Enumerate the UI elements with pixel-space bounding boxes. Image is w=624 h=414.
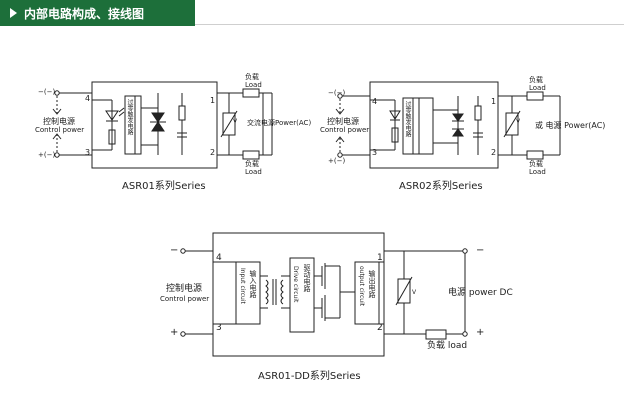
asr01-snubber-resistor-icon bbox=[178, 105, 186, 121]
asr01dd-pin2: 2 bbox=[377, 323, 383, 333]
asr02-terminal-minus bbox=[337, 93, 343, 99]
asr01-diagram bbox=[52, 81, 273, 169]
asr02-load-top-icon bbox=[526, 91, 544, 101]
asr01dd-power-label: 电源 power DC bbox=[448, 288, 513, 298]
asr01-pin4: 4 bbox=[85, 94, 91, 103]
asr02-control-en: Control power bbox=[320, 126, 370, 134]
asr01-control-cn: 控制电源 bbox=[43, 117, 75, 126]
asr01dd-load-label: 负载 load bbox=[427, 341, 468, 351]
asr01-load-bottom-cn: 负载 bbox=[245, 160, 259, 168]
asr02-module-text: 过零触发电路 bbox=[404, 101, 411, 137]
asr01-pin3: 3 bbox=[85, 148, 91, 157]
asr01dd-terminal-plus bbox=[180, 331, 186, 337]
asr02-led-icon bbox=[389, 110, 401, 120]
asr01dd-caption: ASR01-DD系列Series bbox=[258, 371, 361, 382]
asr01-top-wire bbox=[57, 81, 263, 94]
asr01dd-terminal-minus bbox=[180, 248, 186, 254]
asr01dd-pin3: 3 bbox=[216, 323, 222, 333]
asr01-terminal-plus bbox=[54, 152, 60, 158]
asr02-load-bottom-icon bbox=[526, 150, 544, 160]
asr01-minus-label: −(−) bbox=[38, 88, 56, 96]
asr01-vr-label: V bbox=[233, 118, 238, 125]
asr01dd-drive-box bbox=[289, 257, 315, 333]
asr01dd-load-icon bbox=[425, 329, 447, 340]
asr02-diagram bbox=[335, 81, 561, 169]
asr01dd-control-cn: 控制电源 bbox=[166, 284, 203, 294]
asr01dd-out-plus-label: + bbox=[476, 327, 485, 338]
asr02-vr-label: V bbox=[516, 118, 521, 125]
asr01-triac-icon bbox=[151, 112, 165, 123]
asr01-load-top-en: Load bbox=[245, 81, 262, 89]
asr01dd-diagram bbox=[180, 232, 468, 357]
asr01-pin1: 1 bbox=[210, 96, 216, 105]
asr01-load-bottom-icon bbox=[242, 150, 260, 160]
asr01dd-output-en: output circuit bbox=[358, 266, 365, 307]
asr02-ac-label: 或 电源 Power(AC) bbox=[535, 121, 606, 130]
asr01dd-drive-cn: 驱动电路 bbox=[303, 264, 311, 292]
asr01dd-pin1: 1 bbox=[377, 253, 383, 263]
asr01dd-pin4: 4 bbox=[216, 253, 222, 263]
asr02-top-wire bbox=[340, 81, 545, 97]
asr01dd-drive-en: Drive circuit bbox=[292, 266, 299, 303]
asr01-load-top-cn: 负载 bbox=[245, 73, 259, 81]
asr01dd-vr-label: V bbox=[412, 289, 417, 296]
asr01-led-icon bbox=[105, 110, 119, 121]
asr01dd-output-cn: 输出电路 bbox=[368, 270, 376, 298]
asr01-load-bottom-en: Load bbox=[245, 168, 262, 176]
asr02-minus-label: −(−) bbox=[328, 89, 346, 97]
asr01-load-top-icon bbox=[242, 88, 260, 98]
asr01-plus-label: +(−) bbox=[38, 151, 56, 159]
asr02-control-cn: 控制电源 bbox=[327, 117, 359, 126]
asr01dd-plus-label: + bbox=[170, 327, 179, 338]
asr01dd-input-en: Input circuit bbox=[239, 268, 246, 304]
asr02-resistor-icon bbox=[391, 127, 399, 143]
asr02-pin4: 4 bbox=[372, 97, 378, 106]
asr01dd-out-minus-label: − bbox=[476, 245, 485, 256]
asr01-resistor-icon bbox=[108, 129, 116, 145]
asr02-load-top-en: Load bbox=[529, 84, 546, 92]
asr01-module-text: 过零触发电路 bbox=[126, 99, 133, 135]
asr02-terminal-plus bbox=[337, 152, 343, 158]
asr01dd-input-cn: 输入电路 bbox=[249, 270, 257, 298]
asr02-load-bottom-cn: 负载 bbox=[529, 160, 543, 168]
asr02-scr-icon bbox=[452, 113, 464, 122]
asr01-terminal-minus bbox=[54, 90, 60, 96]
header-divider bbox=[195, 24, 624, 25]
asr01dd-control-en: Control power bbox=[160, 295, 210, 303]
asr02-caption: ASR02系列Series bbox=[399, 181, 483, 192]
asr01dd-input-box bbox=[235, 261, 261, 325]
asr01dd-bottom-wire bbox=[183, 333, 465, 357]
asr01dd-out-terminal-plus bbox=[462, 331, 468, 337]
asr01-bottom-wire bbox=[57, 154, 263, 169]
section-title: 内部电路构成、接线图 bbox=[24, 7, 145, 21]
asr01dd-output-box bbox=[354, 261, 380, 325]
asr02-load-bottom-en: Load bbox=[529, 168, 546, 176]
asr02-plus-label: +(−) bbox=[328, 157, 346, 165]
asr02-snubber-resistor-icon bbox=[474, 105, 482, 121]
asr02-load-top-cn: 负载 bbox=[529, 76, 543, 84]
asr01-caption: ASR01系列Series bbox=[122, 181, 206, 192]
asr02-pin1: 1 bbox=[491, 97, 497, 106]
asr01dd-minus-label: − bbox=[170, 245, 179, 256]
asr01-pin2: 2 bbox=[210, 148, 216, 157]
asr02-pin2: 2 bbox=[491, 148, 497, 157]
asr02-pin3: 3 bbox=[372, 148, 378, 157]
asr01dd-out-terminal-minus bbox=[462, 248, 468, 254]
asr01dd-transformer-icon bbox=[265, 279, 269, 305]
play-triangle-icon bbox=[10, 8, 17, 18]
asr01dd-top-wire bbox=[183, 232, 465, 252]
asr01-ac-label: 交流电源Power(AC) bbox=[247, 119, 312, 127]
section-header: 内部电路构成、接线图 bbox=[0, 0, 195, 26]
asr01-control-en: Control power bbox=[35, 126, 85, 134]
asr02-bottom-wire bbox=[340, 154, 545, 169]
